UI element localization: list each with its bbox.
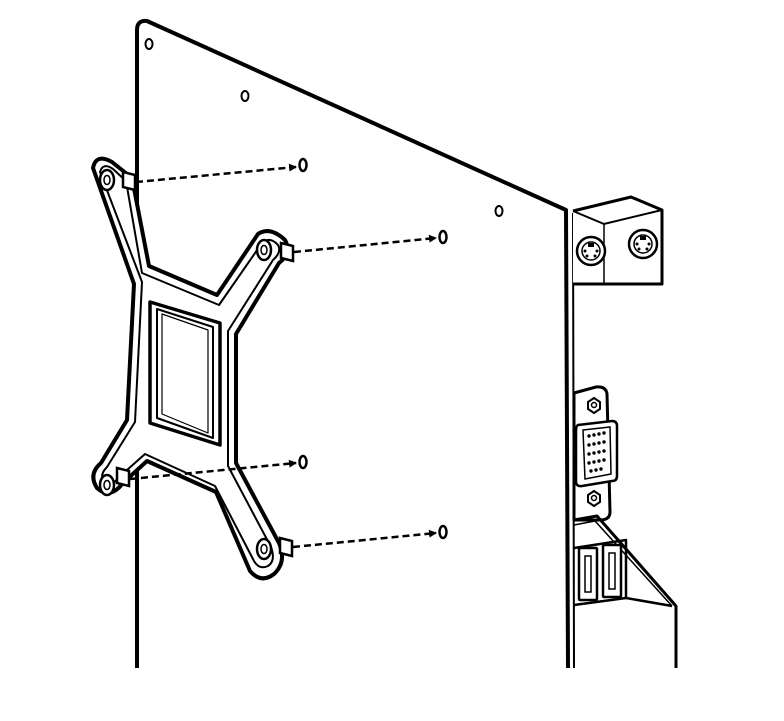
screw-stud-icon [98,466,131,497]
cpu-cooler-backplate-icon [91,156,290,581]
usb-port-icon [601,543,623,599]
dashed-arrow-icon [293,234,437,254]
screw-stud-icon [255,536,294,561]
usb-port-block [573,514,678,668]
ps2-port-icon [575,235,607,267]
standoff-hole [240,90,250,102]
dashed-arrow-icon [292,529,437,549]
vga-port-block [572,385,619,522]
dashed-arrow-icon [135,163,297,184]
usb-port-icon [577,546,599,602]
screw-stud-icon [98,168,137,192]
mounting-hole-bottom-left [298,454,308,470]
dashed-arrow-icon [129,459,297,481]
vga-screw-top [587,396,601,415]
backplate-screw-studs [98,168,295,561]
mounting-hole-bottom-right [438,524,448,540]
vga-screw-bottom [587,489,601,508]
screw-stud-icon [255,238,295,263]
cooler-mounting-holes [298,157,448,540]
alignment-arrows [129,163,437,549]
ps2-port-block [572,195,664,286]
standoff-hole [144,38,154,50]
ps2-port-icon [627,228,659,260]
vga-port-icon [574,419,619,488]
mounting-hole-top-right [438,229,448,245]
standoff-hole [494,205,504,217]
board-standoff-holes [144,38,504,217]
mounting-hole-top-left [298,157,308,173]
